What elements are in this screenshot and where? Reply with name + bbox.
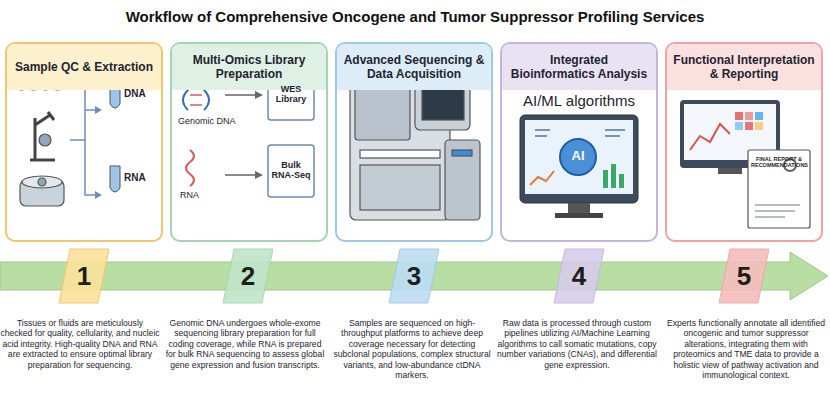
- library-label: Bulk RNA-Seq: [270, 160, 312, 181]
- step-description: Experts functionally annotate all identi…: [666, 318, 826, 381]
- process-panel: Sample QC & Extraction: [5, 42, 163, 242]
- input-label: RNA: [180, 190, 220, 200]
- panel-heading: Multi-Omics Library Preparation: [172, 44, 326, 90]
- tube-label: RNA: [124, 172, 160, 184]
- step-description: Genomic DNA undergoes whole-exome sequen…: [165, 318, 325, 370]
- panel-heading: Integrated Bioinformatics Analysis: [502, 44, 656, 90]
- step-description: Samples are sequenced on high-throughput…: [332, 318, 492, 381]
- process-panel: Functional Interpretation & Reporting: [665, 42, 823, 242]
- process-panel: Advanced Sequencing & Data Acquisition: [335, 42, 493, 242]
- callout-number: 1: [77, 261, 91, 292]
- panel-heading: Sample QC & Extraction: [7, 44, 161, 90]
- callout-number: 2: [241, 261, 255, 292]
- tube-label: DNA: [124, 88, 160, 100]
- panel-heading: Functional Interpretation & Reporting: [667, 44, 821, 90]
- step-tag: 3: [388, 248, 440, 304]
- diagram-title: Workflow of Comprehensive Oncogene and T…: [0, 8, 830, 25]
- process-panel: Multi-Omics Library Preparation: [170, 42, 328, 242]
- callout-number: 5: [737, 261, 751, 292]
- step-tag: 5: [718, 248, 770, 304]
- step-description: Raw data is processed through custom pip…: [497, 318, 657, 370]
- step-description: Tissues or fluids are meticulously check…: [0, 318, 160, 370]
- process-panel: Integrated Bioinformatics Analysis: [500, 42, 658, 242]
- library-label: WES Library: [270, 84, 312, 105]
- callout-number: 4: [572, 261, 586, 292]
- panel-heading: Advanced Sequencing & Data Acquisition: [337, 44, 491, 90]
- report-label: FINAL REPORT & RECOMMENDATIONS: [751, 156, 807, 169]
- callout-number: 3: [407, 261, 421, 292]
- screen-title: AI/ML algorithms: [502, 92, 656, 109]
- screen-label: AI: [568, 149, 588, 164]
- input-label: Genomic DNA: [178, 116, 238, 126]
- step-tag: 1: [58, 248, 110, 304]
- step-tag: 2: [222, 248, 274, 304]
- step-tag: 4: [553, 248, 605, 304]
